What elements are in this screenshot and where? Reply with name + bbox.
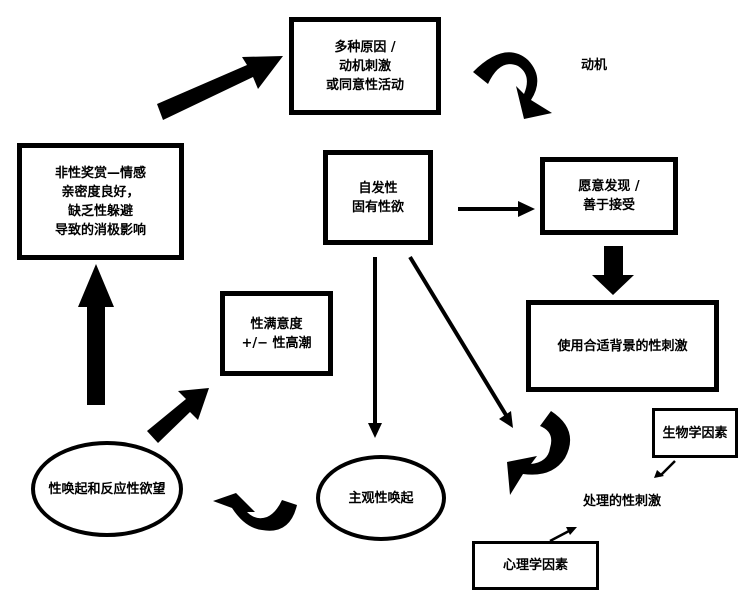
arrowhead-processing: [499, 411, 513, 428]
node-arousal-desire: 性唤起和反应性欲望: [31, 441, 183, 537]
curved-arrow-motivation: [473, 52, 552, 119]
line-arrow-spontaneous-to-processing: [408, 255, 508, 417]
node-willingness: 愿意发现 / 善于接受: [540, 157, 678, 235]
curved-arrow-subjective-to-arousal: [213, 493, 297, 531]
curved-arrow-stimuli-to-processing: [507, 411, 571, 495]
block-arrow-willingness-to-stimuli: [592, 246, 634, 295]
label-motivation: 动机: [580, 57, 607, 73]
node-satisfaction: 性满意度 +/− 性高潮: [220, 291, 333, 376]
block-arrow-arousal-to-satisfaction: [147, 388, 209, 443]
node-biological: 生物学因素: [652, 408, 738, 458]
node-spontaneous-desire: 自发性 固有性欲: [323, 150, 433, 245]
arrowhead-subjective: [368, 423, 382, 438]
block-arrow-rewards-to-reasons: [157, 56, 283, 120]
block-arrow-arousal-to-rewards: [78, 264, 114, 405]
node-reasons: 多种原因 / 动机刺激 或同意性活动: [289, 17, 441, 115]
node-subjective-arousal: 主观性唤起: [316, 455, 446, 541]
arrowhead-willingness: [518, 201, 535, 217]
node-stimuli-context: 使用合适背景的性刺激: [526, 300, 719, 392]
arrowhead-biological: [654, 470, 664, 478]
thin-arrow-biological: [659, 460, 676, 477]
thin-arrow-psychological: [549, 529, 570, 543]
node-psychological: 心理学因素: [472, 541, 599, 590]
label-processing: 处理的性刺激: [582, 493, 661, 509]
node-nonsexual-rewards: 非性奖赏—情感 亲密度良好， 缺乏性躲避 导致的消极影响: [17, 143, 184, 260]
arrowhead-psychological: [566, 527, 577, 535]
